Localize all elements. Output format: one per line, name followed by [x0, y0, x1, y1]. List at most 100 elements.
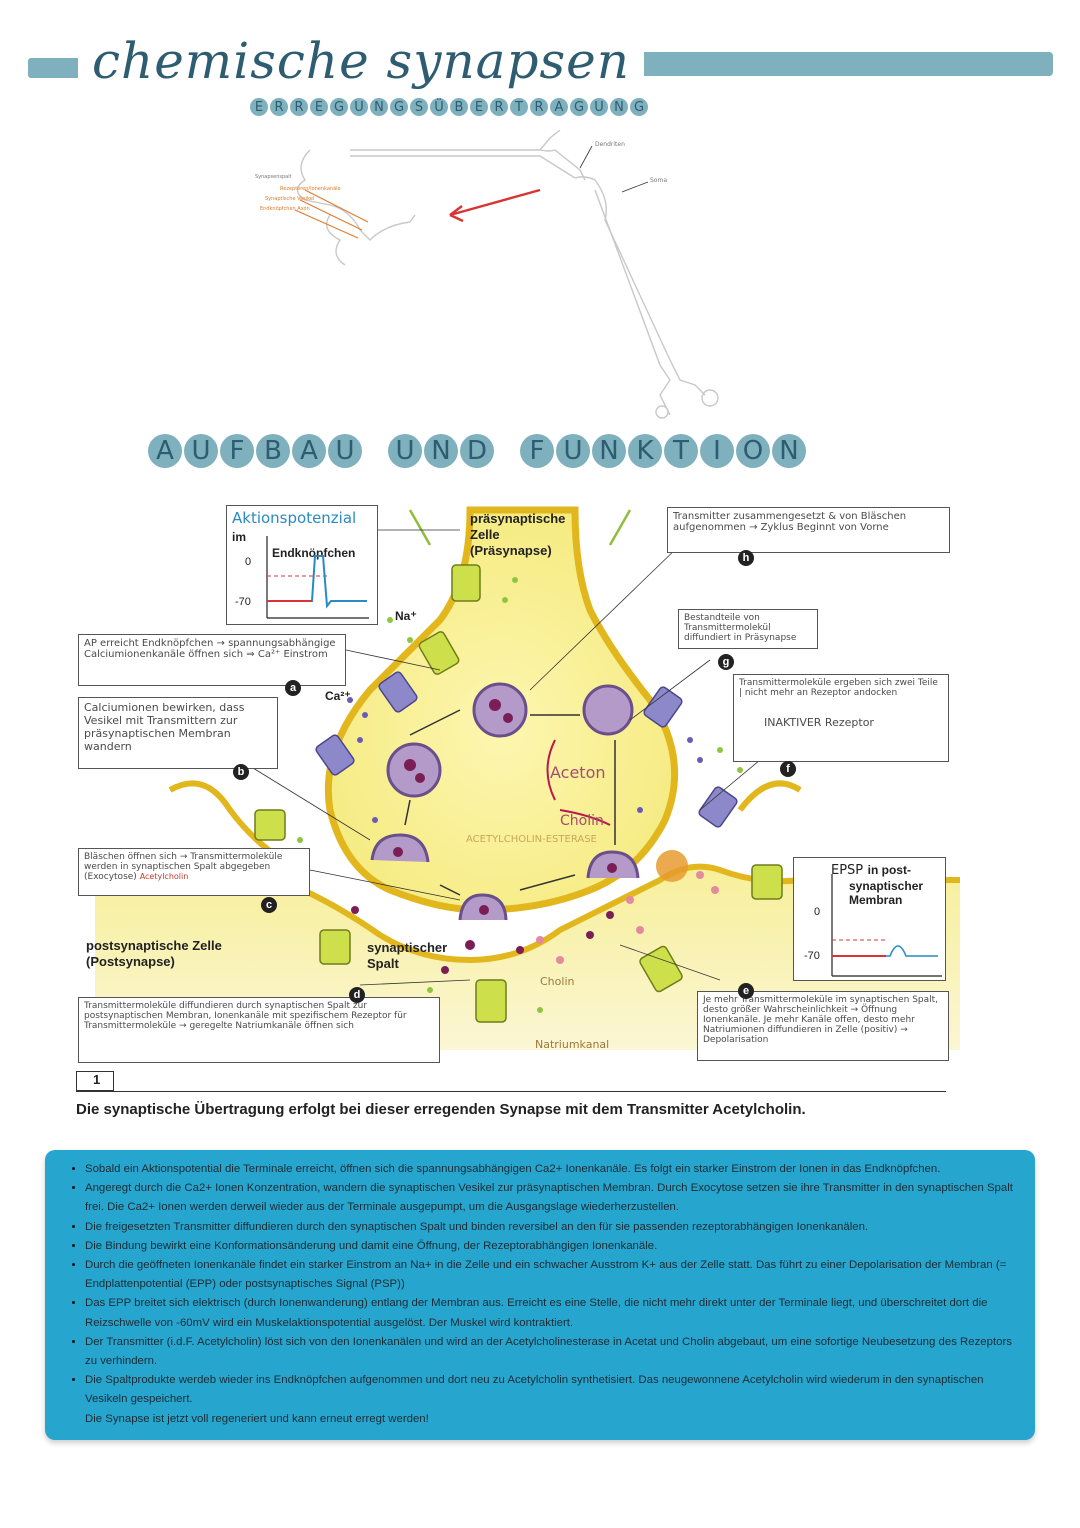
summary-bullet: Sobald ein Aktionspotential die Terminal… [85, 1160, 1015, 1179]
sketch-label-dendriten: Dendriten [595, 141, 625, 148]
label-line-1 [304, 189, 369, 223]
transmitter-molecule [503, 713, 513, 723]
subtitle-letter: E [250, 98, 268, 116]
label-line-3 [294, 209, 359, 239]
recycle-arrow-1 [546, 739, 556, 801]
vesicle-arrow-4 [439, 884, 461, 896]
leader-g [629, 659, 711, 721]
neighbor-membrane-right [737, 780, 802, 812]
epsp-graph-line3: Membran [849, 893, 903, 907]
subtitle-letter: Ü [430, 98, 448, 116]
figure-caption: Die synaptische Übertragung erfolgt bei … [76, 1101, 806, 1118]
summary-bullet: Durch die geöffneten Ionenkanäle findet … [85, 1256, 1015, 1294]
transmitter-molecule [606, 911, 614, 919]
marker-h: h [738, 550, 754, 566]
subtitle-letter: U [350, 98, 368, 116]
ion-dot [297, 837, 303, 843]
ca-ion [687, 737, 693, 743]
vesicle-2 [582, 684, 634, 736]
epsp-graph-y70: -70 [804, 950, 820, 962]
epsp-graph-plot [831, 874, 942, 977]
section-title-letter: K [628, 434, 662, 468]
cholin-label: Cholin [560, 813, 604, 829]
subtitle-letter: N [610, 98, 628, 116]
vesicle-arrow-1 [409, 709, 461, 736]
leader-h [529, 544, 681, 691]
cholin-bottom-label: Cholin [540, 975, 574, 988]
terminal-bulb-right [701, 389, 719, 407]
sketch-label-soma: Soma [650, 177, 667, 184]
summary-bullet: Angeregt durch die Ca2+ Ionen Konzentrat… [85, 1179, 1015, 1217]
zoom-arrow-head [449, 205, 464, 223]
epsp-graph-curve [832, 945, 938, 957]
transmitter-molecule [465, 940, 475, 950]
leader-b [239, 759, 371, 841]
axon-down [574, 176, 706, 396]
ion-dot [407, 637, 413, 643]
section-title-letter: O [736, 434, 770, 468]
ap-arrow-in-right [608, 509, 632, 546]
epsp-graph-title: EPSP [831, 863, 864, 878]
subtitle-letter: G [630, 98, 648, 116]
summary-list: Sobald ein Aktionspotential die Terminal… [65, 1160, 1015, 1410]
ap-graph-plot [266, 536, 369, 619]
note-e: Je mehr Transmittermoleküle im synaptisc… [697, 991, 949, 1061]
synapse-diagram: Na⁺ Ca²⁺ Aceton Cholin ACETYLCHOLIN-ESTE… [95, 506, 960, 1051]
epsp-graph-line2: synaptischer [849, 879, 924, 893]
section-title-letter: F [220, 434, 254, 468]
axon-down-inner [594, 189, 671, 416]
na-channel-post-right [751, 864, 783, 900]
section-title-space [496, 434, 518, 468]
ca-ion [697, 757, 703, 763]
transmitter-molecule [404, 759, 416, 771]
receptor-channel-bottom [475, 979, 507, 1023]
subtitle-letter: R [270, 98, 288, 116]
label-pointer-soma [621, 181, 649, 193]
ion-dot [537, 1007, 543, 1013]
leader-f [699, 759, 761, 811]
receptor-channel-right [639, 945, 683, 993]
ion-dot [387, 617, 393, 623]
transmitter-molecule [415, 773, 425, 783]
section-title-letter: I [700, 434, 734, 468]
subtitle-letter: E [310, 98, 328, 116]
note-c: Bläschen öffnen sich → Transmittermolekü… [78, 848, 310, 896]
subtitle-letter: E [470, 98, 488, 116]
summary-closing: Die Synapse ist jetzt voll regeneriert u… [85, 1412, 429, 1425]
transmitter-molecule [516, 946, 524, 954]
ca-channel-1 [378, 671, 418, 713]
na-channel-top [451, 564, 481, 602]
ap-graph-box: Aktionspotenzial im Endknöpfchen 0 -70 [226, 505, 378, 625]
ca-ion [357, 737, 363, 743]
section-title-letter: A [292, 434, 326, 468]
axon-outline [350, 149, 586, 181]
note-c-extra: Acetylcholin [139, 872, 189, 881]
subtitle-letter: S [410, 98, 428, 116]
presynaptic-label: präsynaptische Zelle (Präsynapse) [470, 511, 566, 558]
transmitter-molecule [351, 906, 359, 914]
cholin-molecule [711, 886, 719, 894]
note-a: AP erreicht Endknöpfchen → spannungsabhä… [78, 634, 346, 686]
section-title-letter: D [460, 434, 494, 468]
ca-channel-4 [698, 786, 738, 828]
ca-ion [362, 712, 368, 718]
ca-channel-2 [315, 734, 355, 776]
ap-graph-title: Aktionspotenzial [232, 509, 357, 527]
receptor-channel-left [319, 929, 351, 965]
aceton-label: Aceton [550, 763, 606, 782]
sketch-label-rezeptoren: Rezeptoren/Ionenkanäle [280, 186, 341, 192]
epsp-graph-y0: 0 [814, 906, 821, 918]
section-title-letter: N [424, 434, 458, 468]
label-line-2 [299, 199, 363, 231]
sketch-label-spalt: Synapsenspalt [255, 174, 292, 180]
vesicle-3 [386, 742, 442, 798]
epsp-graph-box: EPSP in post- synaptischer Membran 0 -70 [793, 857, 946, 981]
section-title-letter: T [664, 434, 698, 468]
na-channel-neighbor [254, 809, 286, 841]
transmitter-molecule [607, 863, 617, 873]
leader-e [619, 944, 721, 981]
section-title-space [364, 434, 386, 468]
marker-e: e [738, 983, 754, 999]
